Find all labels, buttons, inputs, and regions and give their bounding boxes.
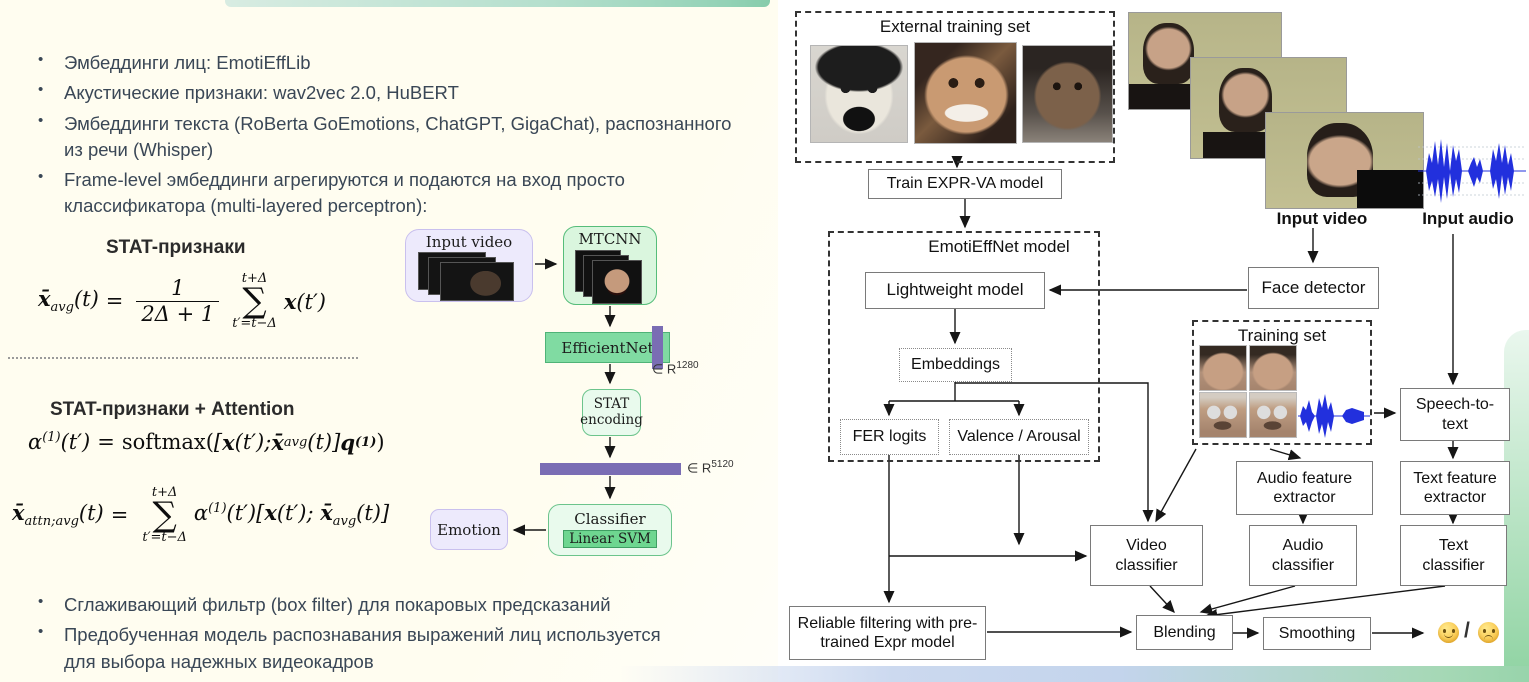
external-face-photo-shocked xyxy=(810,45,908,143)
mini-classifier-label: Classifier xyxy=(574,510,646,528)
smoothing-box: Smoothing xyxy=(1263,617,1371,650)
text-classifier-box: Text classifier xyxy=(1400,525,1507,586)
external-training-set-label: External training set xyxy=(879,17,1031,36)
input-audio-label: Input audio xyxy=(1422,209,1514,228)
training-set-box: Training set xyxy=(1192,320,1372,445)
mini-stat-encoding-box: STAT encoding xyxy=(580,389,643,436)
external-face-photo-neutral xyxy=(1022,45,1113,143)
input-video-label: Input video xyxy=(1276,209,1368,228)
stat-formula: x̄avg(t) = 1 2Δ + 1 t+Δ ∑ t′=t−Δ x(t′) xyxy=(38,270,326,332)
text-feature-extractor-box: Text feature extractor xyxy=(1400,461,1510,515)
linear-svm-chip: Linear SVM xyxy=(563,530,657,548)
bullet-item: Сглаживающий фильтр (box filter) для пок… xyxy=(20,591,668,618)
emotieffnet-model-label: EmotiEffNet model xyxy=(928,237,1070,256)
top-accent-swoosh xyxy=(225,0,770,7)
mini-stat-encoding-label: STAT encoding xyxy=(580,395,643,428)
face-detector-box: Face detector xyxy=(1248,267,1379,309)
training-set-label: Training set xyxy=(1237,326,1327,345)
attention-weight-formula: α(1)(t′) = softmax([x(t′); x̄avg(t)]q(1)… xyxy=(28,429,385,455)
bottom-accent-band xyxy=(620,666,1529,682)
video-classifier-box: Video classifier xyxy=(1090,525,1203,586)
training-set-waveform xyxy=(1298,394,1370,438)
mini-mtcnn-box: MTCNN xyxy=(563,226,657,305)
mini-stat-vector-bar xyxy=(540,463,681,475)
face-crop-thumb xyxy=(592,260,642,304)
input-audio-waveform xyxy=(1418,139,1526,203)
bullet-list-top: Эмбеддинги лиц: EmotiEffLib Акустические… xyxy=(20,49,738,224)
mini-efficientnet-label: EfficientNet xyxy=(561,338,654,357)
training-face-crop xyxy=(1199,392,1247,438)
reliable-filtering-box: Reliable filtering with pre-trained Expr… xyxy=(789,606,986,660)
dim-5120-label: ∈ R5120 xyxy=(687,459,734,476)
mini-input-video-box: Input video xyxy=(405,229,533,302)
embeddings-box: Embeddings xyxy=(899,348,1012,382)
emoji-separator: / xyxy=(1464,619,1470,642)
bullet-item: Акустические признаки: wav2vec 2.0, HuBE… xyxy=(20,79,738,106)
training-face-crop xyxy=(1249,392,1297,438)
stat-attention-heading: STAT-признаки + Attention xyxy=(50,399,295,420)
video-frame-thumb xyxy=(440,262,514,301)
valence-arousal-box: Valence / Arousal xyxy=(949,419,1089,455)
bullet-item: Предобученная модель распознавания выраж… xyxy=(20,621,668,675)
attention-aggregation-formula: x̄attn;avg(t) = t+Δ ∑ t′=t−Δ α(1)(t′)[x(… xyxy=(12,484,390,546)
training-face-crop xyxy=(1199,345,1247,391)
lightweight-model-box: Lightweight model xyxy=(865,272,1045,309)
external-face-photo-smiling xyxy=(914,42,1017,144)
audio-classifier-box: Audio classifier xyxy=(1249,525,1357,586)
mini-classifier-box: Classifier Linear SVM xyxy=(548,504,672,556)
bullet-item: Frame-level эмбеддинги агрегируются и по… xyxy=(20,166,738,220)
mini-emotion-box: Emotion xyxy=(430,509,508,550)
summation: t+Δ ∑ t′=t−Δ xyxy=(232,270,277,332)
dotted-divider xyxy=(8,357,358,359)
mini-feature-vector-bar xyxy=(652,326,663,369)
mini-efficientnet-bar: EfficientNet xyxy=(545,332,670,363)
fraction: 1 2Δ + 1 xyxy=(136,276,220,326)
input-video-frame-3 xyxy=(1265,112,1424,209)
train-expr-va-box: Train EXPR-VA model xyxy=(868,169,1062,199)
blending-box: Blending xyxy=(1136,615,1233,650)
sad-emoji-icon xyxy=(1478,622,1499,643)
bullet-item: Эмбеддинги текста (RoBerta GoEmotions, C… xyxy=(20,110,738,164)
training-face-crop xyxy=(1249,345,1297,391)
summation: t+Δ ∑ t′=t−Δ xyxy=(142,484,187,546)
mini-mtcnn-label: MTCNN xyxy=(578,230,642,248)
dim-1280-label: ∈ R1280 xyxy=(652,360,699,377)
bullet-item: Эмбеддинги лиц: EmotiEffLib xyxy=(20,49,738,76)
mini-input-video-label: Input video xyxy=(425,233,513,251)
audio-feature-extractor-box: Audio feature extractor xyxy=(1236,461,1373,515)
stat-features-heading: STAT-признаки xyxy=(106,237,246,258)
mini-emotion-label: Emotion xyxy=(437,520,501,539)
speech-to-text-box: Speech-to-text xyxy=(1400,388,1510,441)
bullet-list-bottom: Сглаживающий фильтр (box filter) для пок… xyxy=(20,591,668,679)
fer-logits-box: FER logits xyxy=(840,419,939,455)
happy-emoji-icon xyxy=(1438,622,1459,643)
